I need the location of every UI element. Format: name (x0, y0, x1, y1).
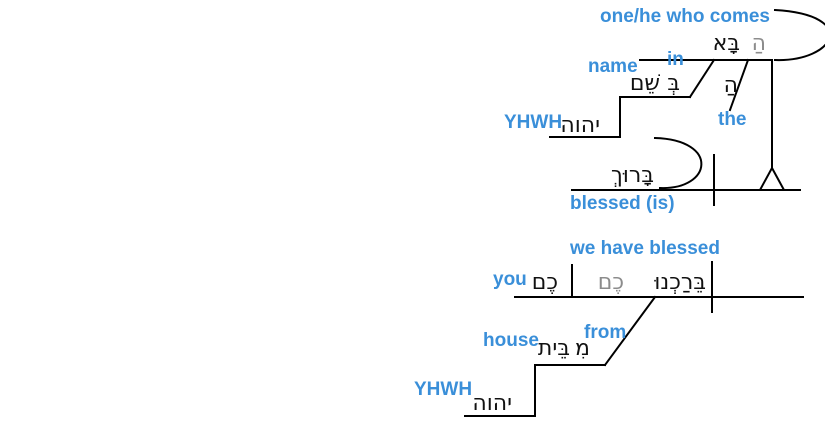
prep-slant (688, 58, 716, 99)
article-hebrew: הַ (724, 73, 738, 98)
gloss-from: from (584, 322, 626, 343)
verb-suffix-implied: כֶם (598, 270, 624, 295)
object-you-hebrew: כֶם (532, 270, 558, 295)
verb-hebrew: בֵּרַכְנוּ (654, 270, 706, 295)
predicate-hebrew: בָּרוּךְ (611, 163, 654, 188)
from-slant (603, 295, 657, 367)
gloss-the: the (718, 109, 747, 130)
pedestal-triangle (758, 165, 786, 191)
subject-curve (773, 8, 825, 62)
gloss-you: you (493, 269, 527, 290)
gloss-name: name (588, 56, 638, 77)
object-hebrew: שֵׁם (630, 71, 661, 96)
participle-hebrew: בָּא (713, 31, 740, 56)
gloss-we-have-blessed: we have blessed (569, 238, 720, 259)
genitive-hebrew: יהוה (560, 113, 600, 138)
gloss-yhwh-1: YHWH (504, 112, 562, 133)
gloss-in: in (667, 49, 684, 70)
gloss-blessed-is: blessed (is) (570, 193, 675, 214)
house-hebrew: בֵּית (538, 336, 570, 361)
gloss-yhwh-2: YHWH (414, 379, 472, 400)
implied-article-hebrew: הַ (752, 31, 766, 56)
article-slant (728, 58, 750, 112)
gloss-house: house (483, 330, 539, 351)
gloss-one-who-comes: one/he who comes (600, 6, 770, 27)
prep-hebrew: בְּ (667, 71, 680, 96)
predicate-curve (653, 136, 703, 190)
from-hebrew: מִ (575, 336, 590, 361)
yhwh2-hebrew: יהוה (472, 391, 512, 416)
